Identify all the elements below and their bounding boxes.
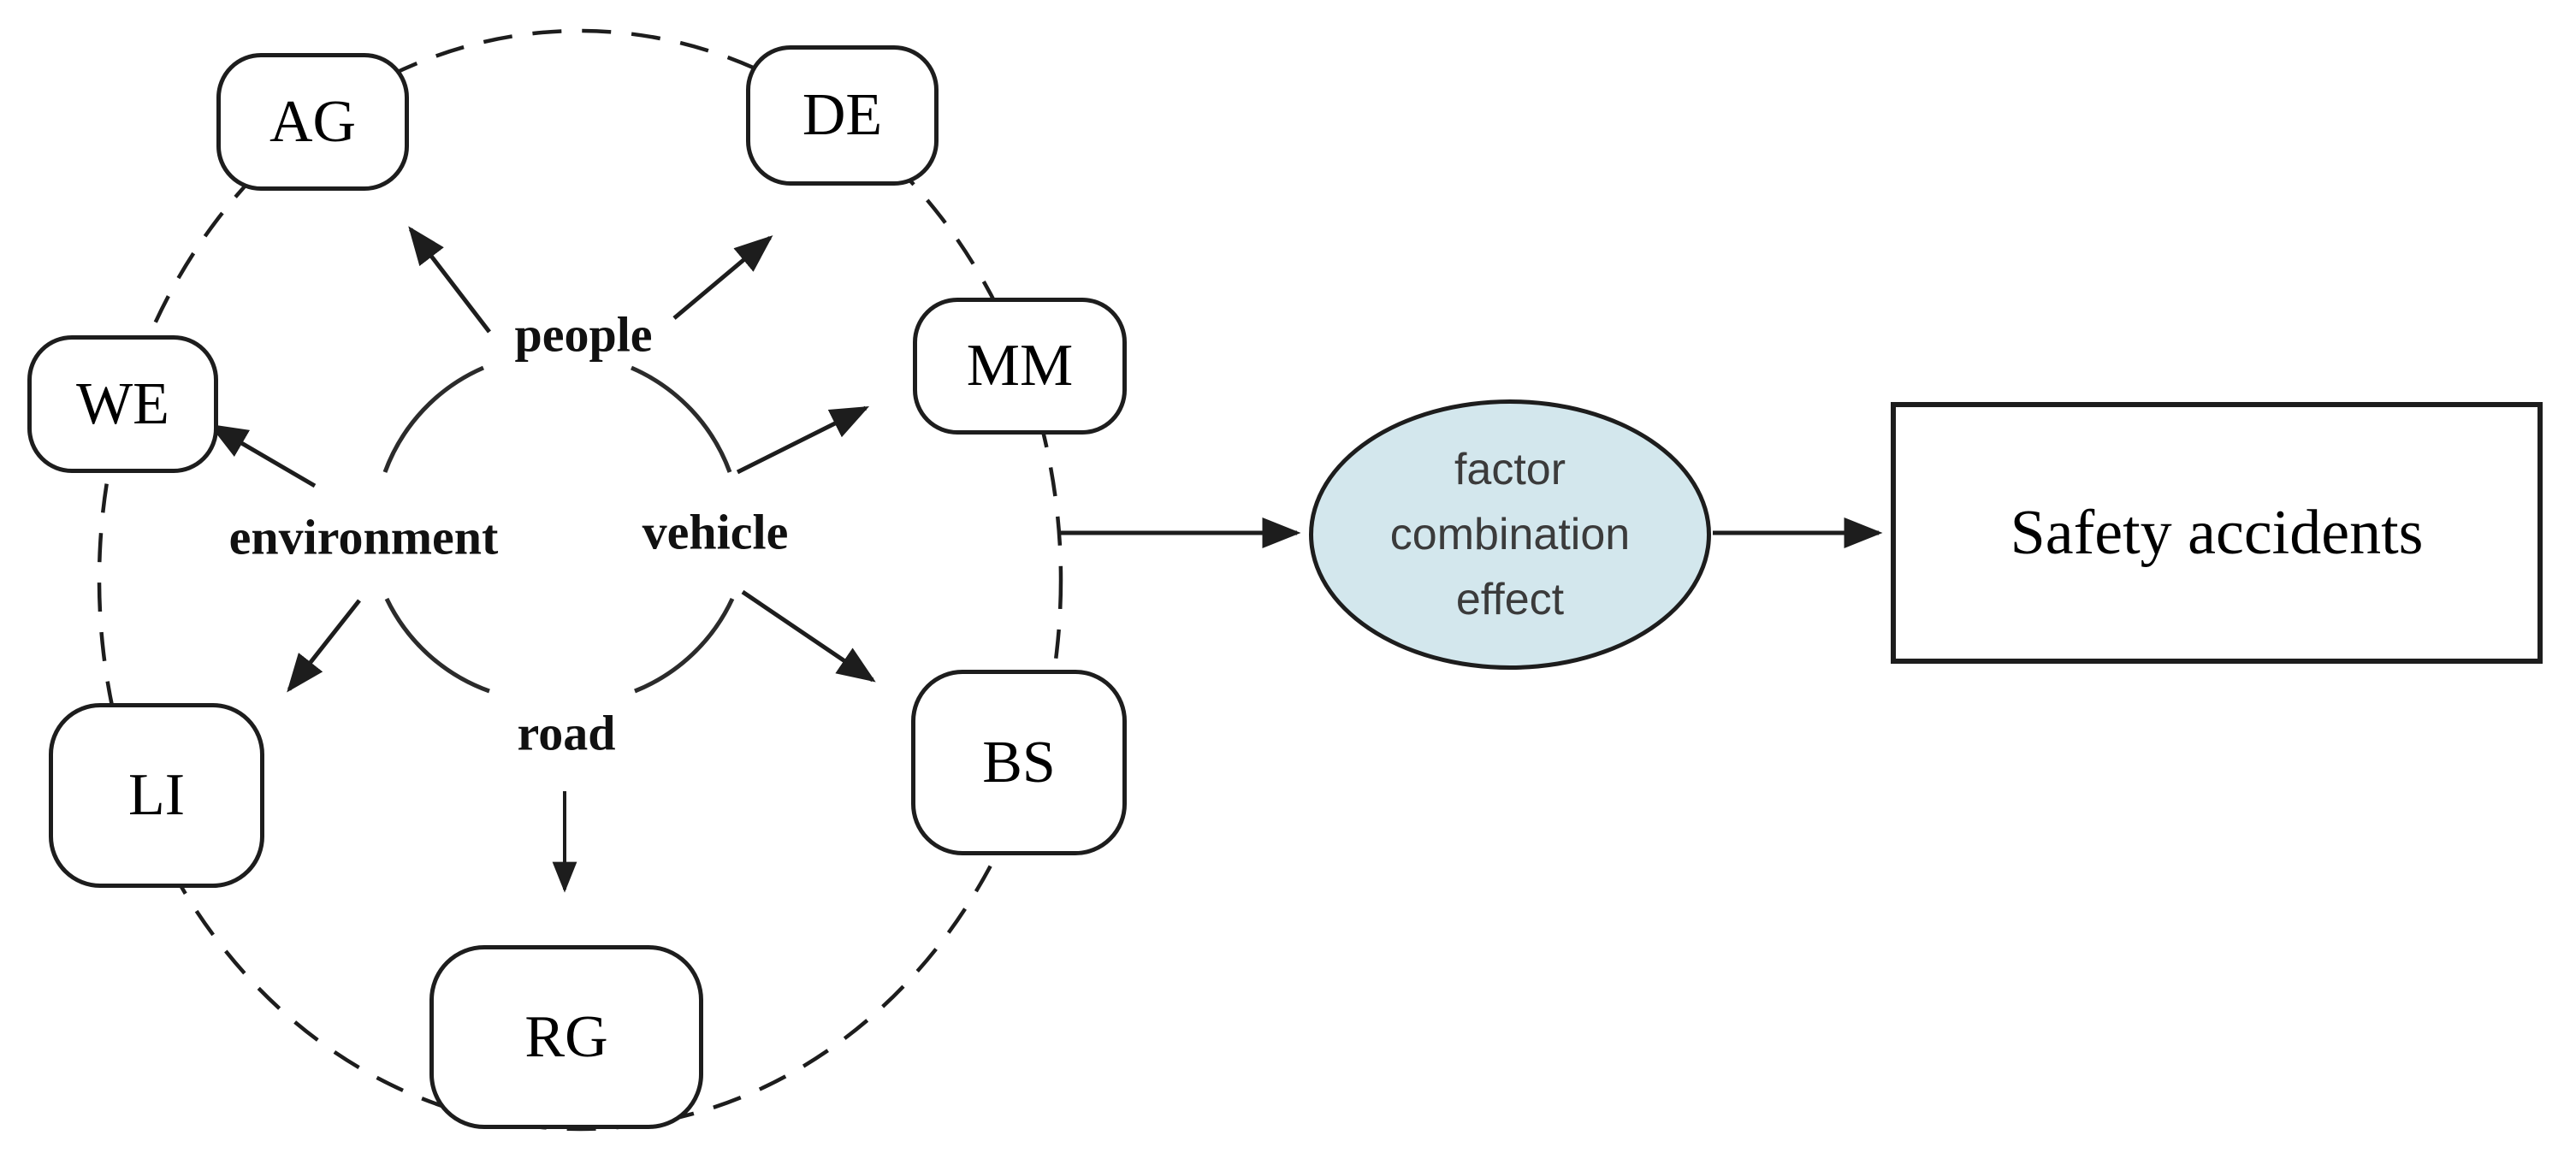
factor-node-rg: RG (429, 945, 703, 1129)
effect-ellipse: factor combination effect (1309, 399, 1711, 670)
arrow-vehicle-to-mm (736, 405, 870, 475)
category-label-road: road (517, 705, 616, 761)
arrow-people-to-ag (408, 226, 491, 334)
factor-node-rg-label: RG (524, 1003, 608, 1070)
category-label-people: people (514, 306, 653, 363)
factor-node-de: DE (746, 45, 939, 186)
inner-arc-people-environment (382, 365, 484, 473)
category-label-environment: environment (228, 509, 499, 565)
category-label-vehicle: vehicle (642, 504, 789, 560)
factor-node-mm-label: MM (966, 333, 1074, 399)
factor-node-mm: MM (913, 298, 1127, 435)
factor-node-li-label: LI (127, 762, 186, 828)
factor-node-li: LI (49, 703, 264, 888)
factor-circle-dashed (97, 28, 1063, 1132)
effect-ellipse-line3: effect (1455, 575, 1565, 624)
arrow-environment-to-li (287, 599, 361, 693)
arrow-people-to-de (672, 235, 773, 320)
outcome-box: Safety accidents (1891, 402, 2543, 664)
factor-node-de-label: DE (802, 82, 883, 148)
inner-arc-environment-road (384, 597, 490, 694)
factor-node-we: WE (27, 335, 218, 473)
outcome-box-label: Safety accidents (2010, 497, 2424, 568)
factor-node-bs-label: BS (982, 729, 1056, 795)
inner-arc-vehicle-road (634, 597, 735, 694)
effect-ellipse-line1: factor (1454, 445, 1566, 494)
arrow-vehicle-to-bs (741, 589, 876, 683)
factor-node-ag-label: AG (269, 88, 357, 155)
factor-node-we-label: WE (76, 370, 169, 437)
arrow-environment-to-we (209, 423, 317, 488)
factor-node-ag: AG (216, 53, 409, 191)
inner-arc-people-vehicle (631, 365, 732, 473)
factor-node-bs: BS (911, 670, 1127, 855)
effect-ellipse-line2: combination (1389, 510, 1631, 559)
